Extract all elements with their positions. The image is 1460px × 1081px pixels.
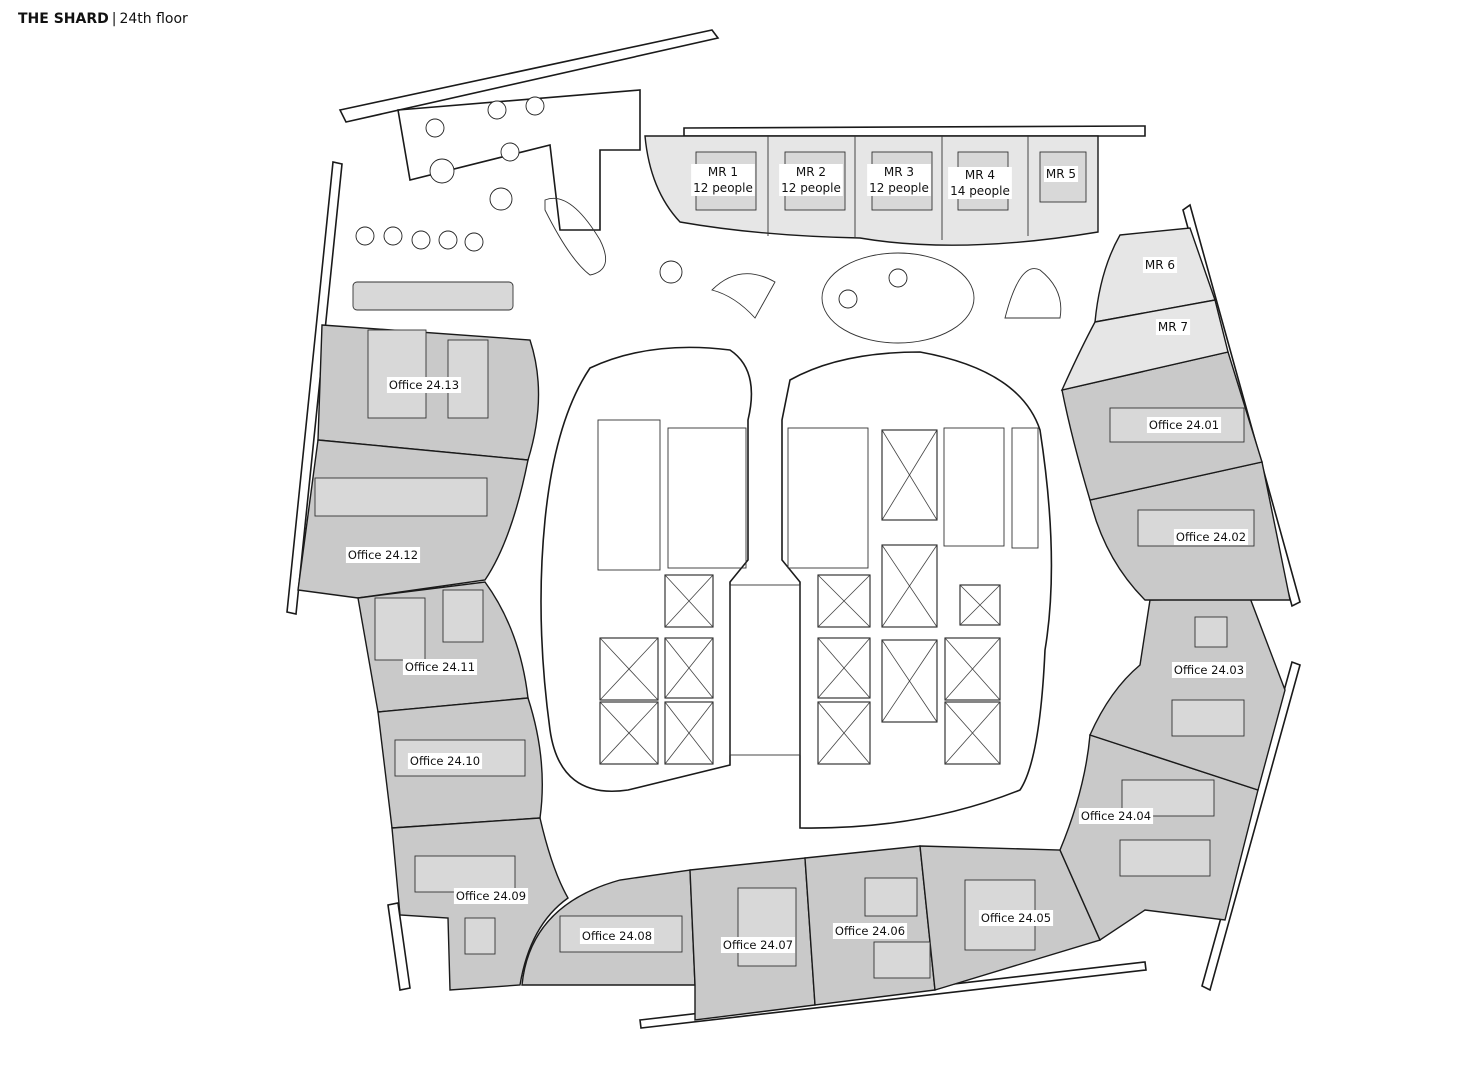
meeting-room-label-bg <box>1043 166 1079 182</box>
breakout-area <box>352 89 1062 344</box>
meeting-room-label-bg <box>1155 319 1191 335</box>
meeting-room-label-mr1[interactable]: MR 1 12 people <box>691 164 755 196</box>
meeting-room-label-mr7[interactable]: MR 7 <box>1155 319 1191 335</box>
office-label-bg <box>1173 529 1249 545</box>
office-label-text: Office 24.07 <box>723 938 793 952</box>
office-label-24-13[interactable]: Office 24.13 <box>386 377 462 393</box>
title-separator: | <box>111 11 117 27</box>
meeting-room-name: MR 4 <box>965 168 995 182</box>
meeting-room-capacity: 12 people <box>693 181 753 195</box>
office-label-text: Office 24.09 <box>456 889 526 903</box>
office-label-bg <box>579 928 655 944</box>
meeting-room-name: MR 6 <box>1145 258 1175 272</box>
meeting-room-label-bg <box>1142 257 1178 273</box>
office-label-bg <box>402 659 478 675</box>
meeting-room-name: MR 2 <box>796 165 826 179</box>
meeting-room-label-mr2[interactable]: MR 2 12 people <box>779 164 843 196</box>
office-label-24-05[interactable]: Office 24.05 <box>978 910 1054 926</box>
office-label-text: Office 24.13 <box>389 378 459 392</box>
office-label-24-01[interactable]: Office 24.01 <box>1146 417 1222 433</box>
office-label-text: Office 24.06 <box>835 924 905 938</box>
meeting-room-label-bg <box>867 164 931 196</box>
office-label-bg <box>1146 417 1222 433</box>
office-label-text: Office 24.04 <box>1081 809 1151 823</box>
meeting-room-capacity: 12 people <box>869 181 929 195</box>
office-label-text: Office 24.11 <box>405 660 475 674</box>
office-label-text: Office 24.01 <box>1149 418 1219 432</box>
office-label-24-06[interactable]: Office 24.06 <box>832 923 908 939</box>
office-label-24-04[interactable]: Office 24.04 <box>1078 808 1154 824</box>
office-label-24-08[interactable]: Office 24.08 <box>579 928 655 944</box>
office-label-bg <box>1078 808 1154 824</box>
office-label-text: Office 24.10 <box>410 754 480 768</box>
lift-shafts <box>599 429 1001 765</box>
meeting-room-label-bg <box>691 164 755 196</box>
meeting-room-label-mr6[interactable]: MR 6 <box>1142 257 1178 273</box>
office-label-bg <box>345 547 421 563</box>
meeting-room-name: MR 1 <box>708 165 738 179</box>
office-label-text: Office 24.05 <box>981 911 1051 925</box>
facade <box>286 29 1301 1029</box>
meeting-room-label-mr4[interactable]: MR 4 14 people <box>948 167 1012 199</box>
office-label-24-03[interactable]: Office 24.03 <box>1171 662 1247 678</box>
office-label-text: Office 24.02 <box>1176 530 1246 544</box>
office-label-text: Office 24.12 <box>348 548 418 562</box>
office-label-24-11[interactable]: Office 24.11 <box>402 659 478 675</box>
floor-name: 24th floor <box>119 11 188 27</box>
meeting-room-label-bg <box>948 167 1012 199</box>
meeting-room-label-mr5[interactable]: MR 5 <box>1043 166 1079 182</box>
meeting-room-name: MR 5 <box>1046 167 1076 181</box>
floor-title: THE SHARD|24th floor <box>18 11 188 27</box>
building-name: THE SHARD <box>18 11 109 27</box>
office-label-text: Office 24.08 <box>582 929 652 943</box>
office-24-03-area[interactable] <box>1089 597 1286 791</box>
office-label-bg <box>978 910 1054 926</box>
office-label-bg <box>720 937 796 953</box>
office-label-bg <box>453 888 529 904</box>
meeting-room-name: MR 3 <box>884 165 914 179</box>
office-label-24-07[interactable]: Office 24.07 <box>720 937 796 953</box>
office-label-bg <box>407 753 483 769</box>
office-label-bg <box>386 377 462 393</box>
meeting-room-label-mr3[interactable]: MR 3 12 people <box>867 164 931 196</box>
office-label-24-12[interactable]: Office 24.12 <box>345 547 421 563</box>
building-core <box>540 346 1053 829</box>
meeting-room-name: MR 7 <box>1158 320 1188 334</box>
office-label-24-02[interactable]: Office 24.02 <box>1173 529 1249 545</box>
office-label-bg <box>1171 662 1247 678</box>
office-label-24-10[interactable]: Office 24.10 <box>407 753 483 769</box>
meeting-room-label-bg <box>779 164 843 196</box>
meeting-room-capacity: 14 people <box>950 184 1010 198</box>
office-24-12-area[interactable] <box>297 439 529 599</box>
meeting-room-capacity: 12 people <box>781 181 841 195</box>
office-label-24-09[interactable]: Office 24.09 <box>453 888 529 904</box>
office-label-bg <box>832 923 908 939</box>
office-label-text: Office 24.03 <box>1174 663 1244 677</box>
